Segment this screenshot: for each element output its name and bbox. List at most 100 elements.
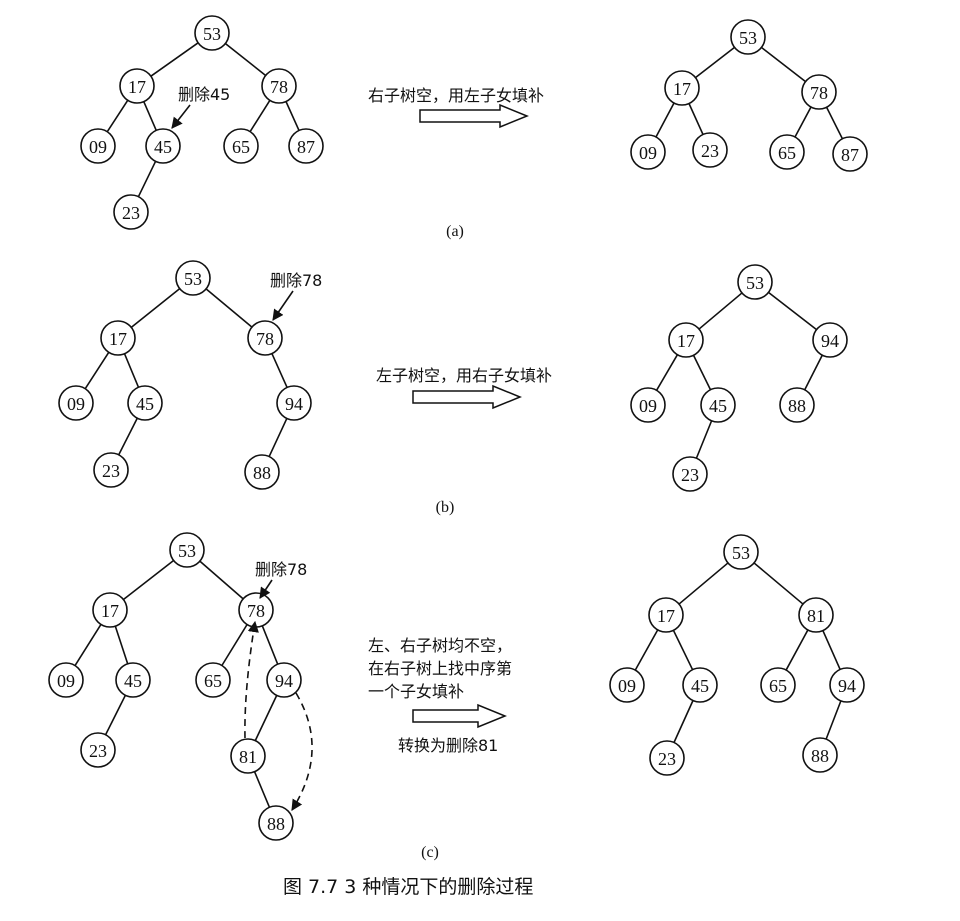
tree-node-17: 17: [92, 592, 128, 628]
tree-edge-45-23: [695, 420, 713, 459]
panel-c-subcaption: (c): [421, 844, 439, 861]
node-value: 23: [681, 465, 699, 485]
node-circle: [672, 456, 708, 492]
panel-b-action-text: 左子树空，用右子女填补: [376, 366, 552, 385]
node-circle: [730, 19, 766, 55]
tree-edge-53-17: [150, 42, 199, 77]
tree-edge-17-23: [688, 103, 704, 135]
node-value: 17: [128, 77, 146, 97]
tree-edge-45-23: [104, 694, 127, 736]
panel-b-subcaption: (b): [436, 499, 455, 516]
tree-node-09: 09: [630, 134, 666, 170]
tree-node-87: 87: [288, 128, 324, 164]
panel-a-transform-arrow: [419, 103, 529, 129]
tree-node-78: 78: [801, 74, 837, 110]
tree-node-78: 78: [238, 592, 274, 628]
node-value: 87: [297, 137, 315, 157]
node-circle: [115, 662, 151, 698]
node-value: 23: [89, 741, 107, 761]
panel-a-delete-label: 删除45: [178, 85, 230, 104]
tree-edge-78-87: [825, 106, 844, 140]
tree-edge-45-23: [137, 160, 157, 198]
tree-node-87: 87: [832, 136, 868, 172]
node-value: 17: [673, 79, 691, 99]
tree-edge-53-17: [678, 562, 729, 605]
panel-a-subcaption: (a): [446, 223, 464, 240]
node-value: 09: [57, 671, 75, 691]
tree-node-94: 94: [829, 667, 865, 703]
node-value: 17: [101, 601, 119, 621]
tree-edge-53-17: [122, 559, 175, 601]
node-value: 23: [658, 749, 676, 769]
tree-node-45: 45: [700, 387, 736, 423]
node-value: 09: [89, 137, 107, 157]
tree-edge-78-65: [221, 624, 248, 666]
tree-node-17: 17: [648, 597, 684, 633]
node-circle: [630, 134, 666, 170]
node-circle: [169, 532, 205, 568]
node-circle: [145, 128, 181, 164]
tree-node-17: 17: [668, 322, 704, 358]
node-circle: [288, 128, 324, 164]
node-value: 88: [267, 814, 285, 834]
node-circle: [668, 322, 704, 358]
node-value: 53: [178, 541, 196, 561]
tree-node-81: 81: [230, 738, 266, 774]
node-circle: [779, 387, 815, 423]
node-value: 53: [746, 273, 764, 293]
node-value: 53: [203, 24, 221, 44]
node-circle: [80, 732, 116, 768]
tree-edge-17-09: [106, 99, 129, 133]
tree-edge-81-88: [253, 771, 271, 808]
tree-edge-94-88: [268, 418, 288, 457]
node-circle: [230, 738, 266, 774]
node-value: 45: [709, 396, 727, 416]
tree-node-23: 23: [80, 732, 116, 768]
node-value: 17: [109, 329, 127, 349]
tree-edge-17-09: [74, 623, 102, 667]
node-circle: [113, 194, 149, 230]
node-circle: [195, 662, 231, 698]
node-circle: [93, 452, 129, 488]
panel-c-action-line-1: 左、右子树均不空，: [368, 636, 512, 655]
node-circle: [247, 320, 283, 356]
tree-edge-81-94: [822, 630, 841, 670]
panel-b-transform-arrow: [412, 384, 522, 410]
node-circle: [832, 136, 868, 172]
tree-edge-53-17: [698, 292, 743, 330]
tree-node-17: 17: [119, 68, 155, 104]
node-circle: [812, 322, 848, 358]
tree-node-23: 23: [649, 740, 685, 776]
node-circle: [692, 132, 728, 168]
panel-a-action-text: 右子树空，用左子女填补: [368, 86, 544, 105]
tree-edge-53-78: [224, 42, 267, 77]
panel-c-action-line-2: 在右子树上找中序第: [368, 659, 512, 678]
node-circle: [649, 740, 685, 776]
node-circle: [723, 534, 759, 570]
tree-node-53: 53: [730, 19, 766, 55]
node-circle: [682, 667, 718, 703]
node-circle: [802, 737, 838, 773]
panel-b-delete-pointer: [272, 290, 294, 321]
tree-edge-17-09: [655, 102, 675, 138]
tree-node-88: 88: [802, 737, 838, 773]
tree-node-09: 09: [48, 662, 84, 698]
node-circle: [737, 264, 773, 300]
tree-node-88: 88: [779, 387, 815, 423]
tree-node-23: 23: [93, 452, 129, 488]
node-value: 94: [275, 671, 293, 691]
tree-edge-78-65: [794, 106, 812, 138]
tree-node-65: 65: [769, 134, 805, 170]
node-circle: [100, 320, 136, 356]
node-circle: [648, 597, 684, 633]
tree-edge-53-78: [760, 46, 807, 83]
tree-node-94: 94: [276, 385, 312, 421]
tree-node-09: 09: [630, 387, 666, 423]
node-value: 94: [838, 676, 856, 696]
node-value: 87: [841, 145, 859, 165]
tree-node-53: 53: [169, 532, 205, 568]
node-circle: [194, 15, 230, 51]
